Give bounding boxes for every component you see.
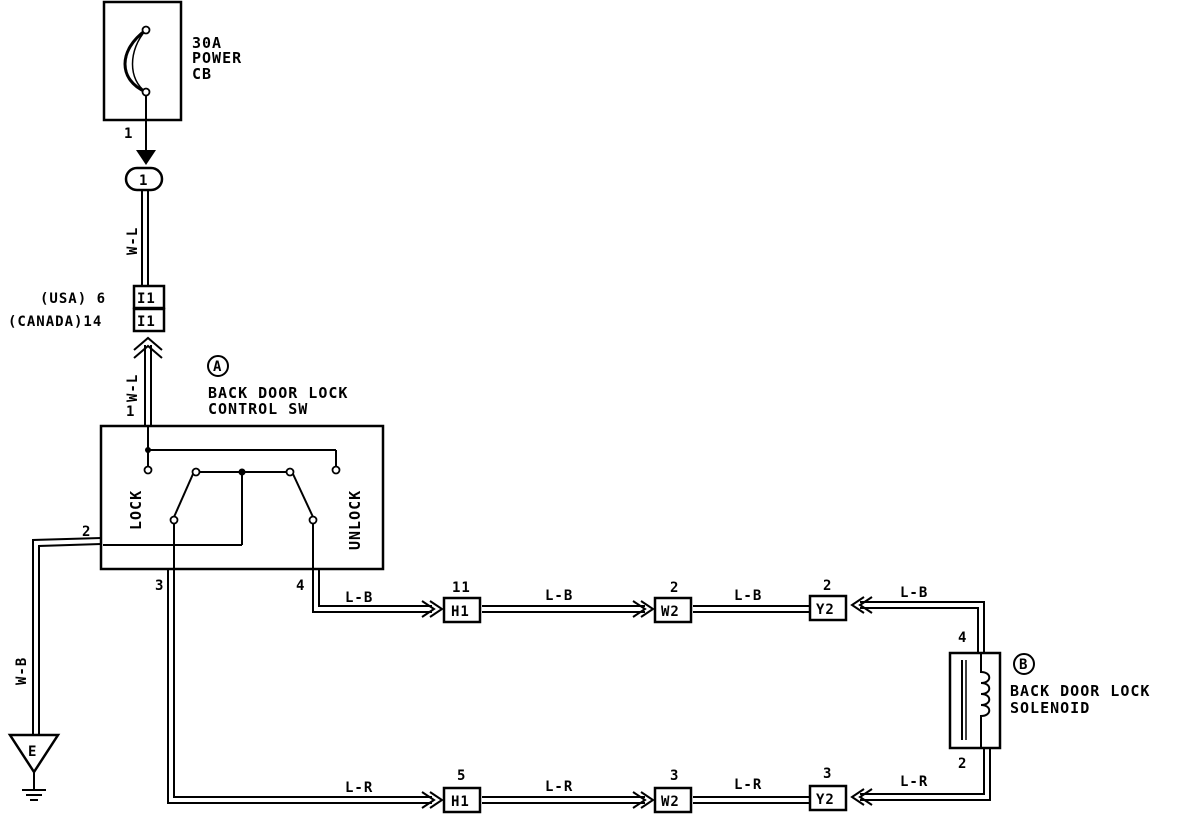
arrow-down-icon (136, 150, 156, 165)
solenoid-pin-bottom: 2 (958, 756, 967, 772)
wire-wl-lower (144, 345, 152, 426)
breaker-name: POWER (192, 49, 242, 67)
svg-text:2: 2 (823, 578, 832, 594)
connector-canada-label: (CANADA)14 (8, 314, 102, 330)
wire-label-lr-2: L-R (545, 779, 573, 795)
svg-text:H1: H1 (451, 604, 470, 620)
connector-i1: I1 I1 (132, 284, 166, 333)
svg-text:3: 3 (670, 768, 679, 784)
connector-usa-label: (USA) 6 (40, 291, 106, 307)
switch-unlock-label: UNLOCK (346, 490, 364, 550)
connector-y2-bottom: 3 Y2 (808, 766, 848, 812)
solenoid-letter-badge: B (1013, 653, 1035, 675)
wire-label-lr-3: L-R (734, 777, 762, 793)
switch-name-line2: CONTROL SW (208, 400, 308, 418)
junction-connector: 1 (124, 166, 164, 192)
chevron-right-icon (421, 791, 436, 809)
solenoid-name-line2: SOLENOID (1010, 699, 1090, 717)
switch-pin-4: 4 (296, 578, 305, 594)
connector-w2-top: 2 W2 (653, 580, 693, 624)
svg-text:Y2: Y2 (816, 792, 835, 808)
wire-label-wl-top: W-L (125, 227, 141, 255)
svg-text:3: 3 (823, 766, 832, 782)
wire-lr-run (167, 569, 991, 804)
wire-label-lb-2: L-B (545, 588, 573, 604)
wire-label-lr-1: L-R (345, 780, 373, 796)
wire-wl-upper (141, 190, 149, 286)
svg-text:H1: H1 (451, 794, 470, 810)
connector-i1-code-canada: I1 (137, 314, 156, 330)
junction-label: 1 (139, 173, 148, 189)
wire-wb (32, 537, 102, 735)
switch-pin-3: 3 (155, 578, 164, 594)
wire-label-lb-3: L-B (734, 588, 762, 604)
switch-letter-badge: A (207, 355, 229, 377)
chevron-right-icon (632, 600, 647, 618)
connector-h1-top: 11 H1 (442, 580, 482, 624)
circuit-breaker (102, 0, 183, 165)
svg-text:2: 2 (670, 580, 679, 596)
solenoid-name-line1: BACK DOOR LOCK (1010, 682, 1150, 700)
back-door-lock-control-switch (99, 424, 385, 571)
chevron-left-icon (858, 788, 873, 806)
connector-h1-bottom: 5 H1 (442, 768, 482, 814)
breaker-pin: 1 (124, 126, 133, 142)
connector-w2-bottom: 3 W2 (653, 768, 693, 814)
svg-text:W2: W2 (661, 794, 680, 810)
wire-label-lr-4: L-R (900, 774, 928, 790)
svg-text:B: B (1019, 657, 1028, 673)
svg-text:Y2: Y2 (816, 602, 835, 618)
ground-label: E (28, 744, 37, 760)
breaker-type: CB (192, 65, 212, 83)
switch-lock-label: LOCK (127, 490, 145, 530)
switch-pin-2: 2 (82, 524, 91, 540)
svg-text:11: 11 (452, 580, 471, 596)
wire-label-lb-1: L-B (345, 590, 373, 606)
switch-name-line1: BACK DOOR LOCK (208, 384, 348, 402)
back-door-lock-solenoid (948, 651, 1002, 750)
connector-y2-top: 2 Y2 (808, 578, 848, 622)
svg-text:A: A (213, 359, 222, 375)
svg-text:W2: W2 (661, 604, 680, 620)
chevron-right-icon (632, 791, 647, 809)
chevron-left-icon (858, 596, 873, 614)
wire-lb-run (312, 569, 985, 653)
wire-label-wl-bottom: W-L (125, 374, 141, 402)
solenoid-pin-top: 4 (958, 630, 967, 646)
wire-label-wb: W-B (14, 657, 30, 685)
chevron-up-icon (133, 336, 163, 351)
breaker-rating: 30A (192, 34, 222, 52)
connector-i1-code-usa: I1 (137, 291, 156, 307)
ground-symbol: E (7, 733, 61, 801)
wire-label-lb-4: L-B (900, 585, 928, 601)
chevron-right-icon (421, 600, 436, 618)
svg-text:5: 5 (457, 768, 466, 784)
switch-pin-1: 1 (126, 404, 135, 420)
